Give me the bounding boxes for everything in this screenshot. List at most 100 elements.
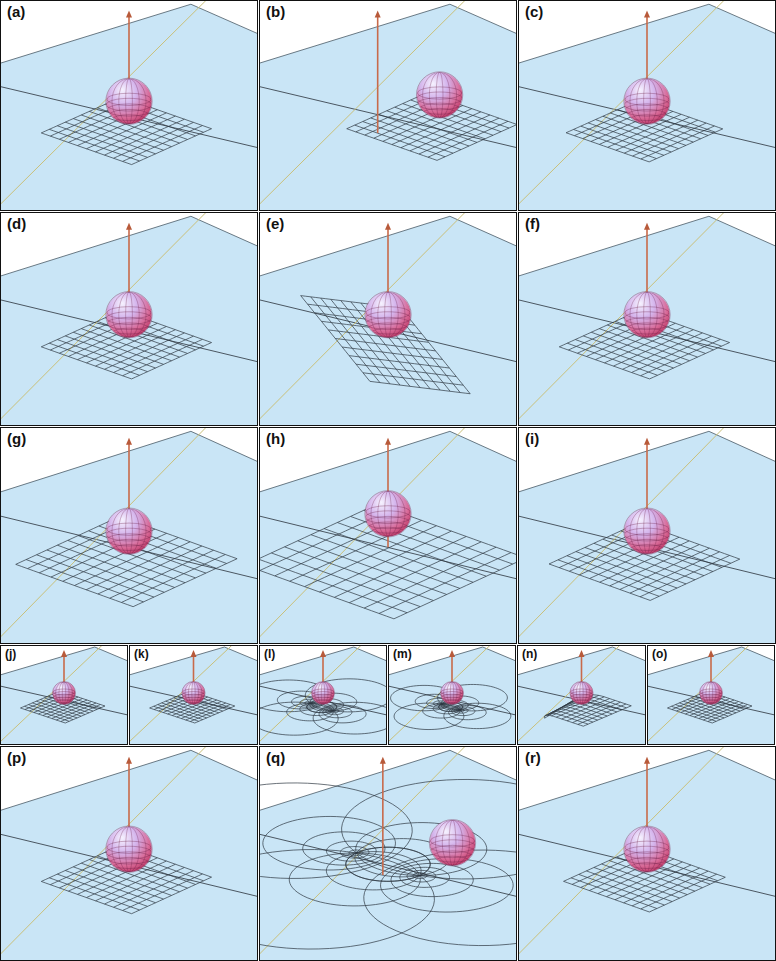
ground-plane [518,431,776,644]
mesh-line [195,706,235,723]
axis-line [0,645,102,742]
mesh-line [123,874,203,911]
mesh-line [259,702,338,735]
panel-label: (n) [521,648,538,661]
ground-plane [259,4,517,211]
axis-line [518,746,724,955]
sky-ground [129,645,258,745]
mesh-line [334,536,466,597]
mesh-line [650,343,730,379]
panel-border [130,646,258,745]
mesh-line [349,356,449,368]
mesh-line [583,706,631,726]
mesh-line [632,871,708,906]
axis-line [518,427,724,637]
mesh-line [394,558,517,619]
sphere-body [624,826,669,871]
scene-panel [247,645,397,745]
scene-panel [259,212,517,426]
panel-border [1,428,258,644]
sky-ground [259,427,517,644]
sphere-mesh [312,682,335,705]
sphere-outline [182,681,205,704]
sphere-outline [624,508,670,554]
panel-border [519,747,776,961]
axis-line [259,645,361,742]
mesh-line [633,123,707,156]
ground-plane [0,4,258,211]
mesh-line [305,679,387,712]
mesh-line [324,529,473,583]
sphere-outline [365,292,411,338]
sphere-mesh [417,72,462,117]
panel-border [1,747,258,961]
mesh-line [708,705,748,722]
sphere-body [700,682,723,705]
mesh-line [132,343,212,379]
panel-label: (h) [265,431,286,448]
sky-ground [0,427,258,644]
sphere-outline [416,72,462,118]
sphere-outline [106,292,152,338]
arrow-head [375,11,381,18]
arrow-head [644,11,650,18]
axis-line [0,212,206,420]
ground-plane [0,750,258,961]
mesh-line [356,364,456,376]
sphere-mesh [624,826,669,871]
panel-content [129,645,258,745]
panel-label: (p) [6,750,27,767]
mesh-line [641,874,717,909]
scene-panel [518,746,776,961]
arrow-head [579,650,585,657]
sphere-outline [106,826,152,872]
sphere-body [365,491,410,536]
panel-content [259,0,517,211]
ground-plane [518,216,776,426]
sphere-outline [624,78,670,124]
mesh-line [650,559,740,600]
sphere-mesh [53,682,76,705]
mesh-line [56,703,96,720]
panel-content [517,645,646,745]
panel-label: (k) [133,648,150,661]
axis-line [0,0,206,205]
arrow-head [449,650,455,657]
mesh-line [132,877,212,914]
panel-border [1,213,258,426]
sphere-outline [312,682,335,705]
panel-border [389,646,516,745]
mesh-line [381,858,514,912]
sphere-outline [53,682,76,705]
normal-arrow [375,11,381,133]
mesh-line [259,783,412,878]
panel-content [0,427,258,644]
mesh-line [394,703,464,729]
mesh-line [300,703,334,716]
sphere [624,508,670,554]
sphere [53,682,76,705]
sphere-body [106,292,151,337]
panel-content [518,427,776,644]
scene-panel [518,0,776,211]
panel-content [388,645,516,745]
mesh-line [114,122,194,158]
ground-plane [129,647,258,745]
sphere-outline [106,78,152,124]
scene-panel [0,0,258,211]
sphere-body [570,682,593,705]
mesh-line [61,705,101,722]
sphere-outline [106,508,152,554]
sky-ground [0,746,258,961]
sphere-mesh [441,682,464,705]
panel-label: (r) [524,750,542,767]
mesh-line [433,704,460,714]
panel-content [518,0,776,211]
panel-content [0,645,128,745]
scene-panel [518,212,776,426]
axis-line [517,645,620,742]
ground-plane [259,750,517,961]
sphere-outline [700,682,723,705]
